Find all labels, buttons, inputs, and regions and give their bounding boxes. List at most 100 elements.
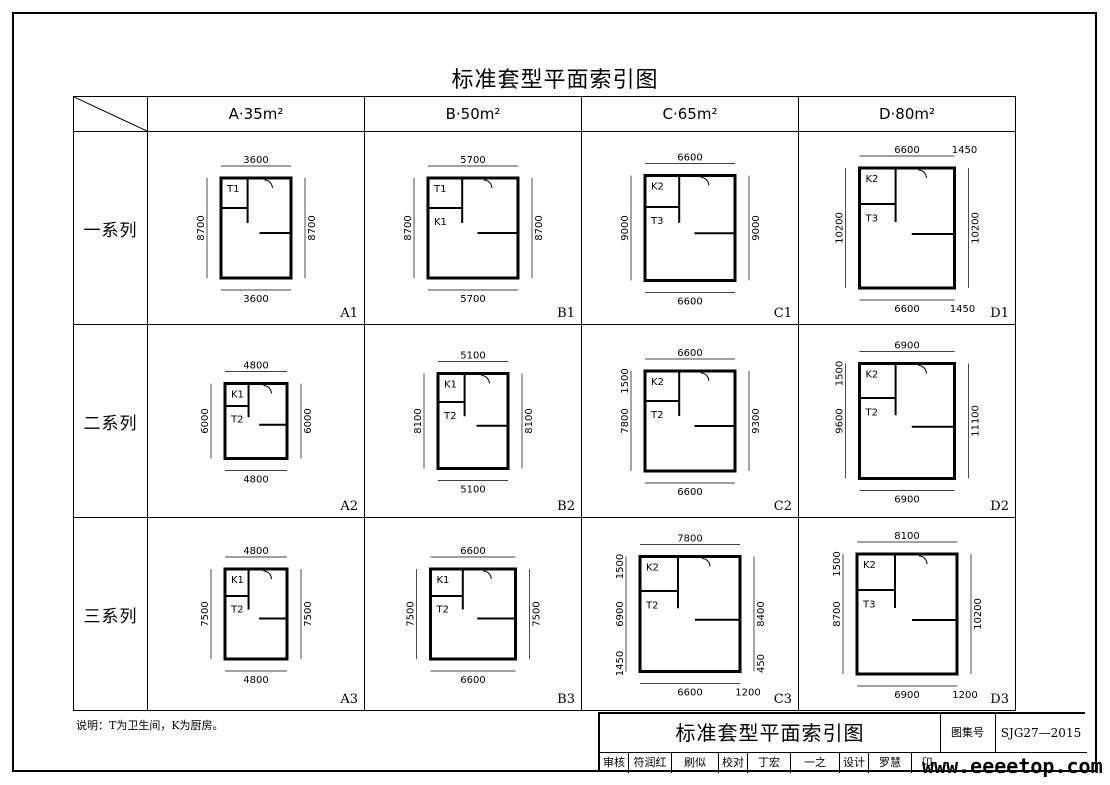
plan-code: B2 <box>557 499 575 514</box>
dim-right: 8700 <box>534 215 545 240</box>
plan-code: A1 <box>340 306 358 321</box>
dim-right: 9300 <box>751 408 762 433</box>
sig-cell: 一之 <box>791 753 840 773</box>
dim-left-extra: 1500 <box>615 554 626 579</box>
dim-right: 9000 <box>751 215 762 240</box>
dim-bottom: 6600 <box>677 297 702 308</box>
plan-code: A3 <box>340 692 358 707</box>
dim-top: 4800 <box>243 546 268 557</box>
door-swing <box>481 375 490 384</box>
room-label: K2 <box>866 174 879 185</box>
dim-left: 8700 <box>196 215 207 240</box>
outer-wall <box>638 555 742 673</box>
room-label: T2 <box>865 407 878 418</box>
dim-top: 6600 <box>677 348 702 359</box>
door-swing <box>483 570 492 580</box>
dim-right: 8700 <box>307 215 318 240</box>
col-header-d: D·80m² <box>798 96 1016 132</box>
dim-bottom: 4800 <box>243 675 268 686</box>
dim-left-extra: 1500 <box>832 551 843 576</box>
dim-right-extra: 450 <box>756 654 767 673</box>
dim-right: 11100 <box>971 405 982 437</box>
dim-bottom: 6600 <box>894 304 919 315</box>
plan-code: D1 <box>990 306 1009 321</box>
dim-left: 7500 <box>406 601 417 626</box>
dim-top: 6900 <box>894 341 919 352</box>
door-swing <box>263 570 272 580</box>
room-label: K1 <box>231 390 244 401</box>
sig-cell: 符润红 <box>629 753 672 773</box>
page-title: 标准套型平面索引图 <box>451 68 659 93</box>
door-swing <box>263 385 272 394</box>
outer-wall <box>429 567 517 661</box>
dim-right: 7500 <box>532 601 543 626</box>
row-label-1: 一系列 <box>73 131 148 325</box>
dim-bottom-extra: 1450 <box>950 304 975 315</box>
room-label: T2 <box>645 600 658 611</box>
set-number-value: SJG27—2015 <box>1000 726 1082 740</box>
dim-top-extra: 1450 <box>952 145 977 156</box>
sig-cell: 校对 <box>719 753 748 773</box>
dim-left: 8700 <box>832 601 843 626</box>
dim-left: 9000 <box>620 215 631 240</box>
room-label: T3 <box>650 216 663 227</box>
outer-wall <box>858 362 956 480</box>
sig-cell: 丁宏 <box>748 753 791 773</box>
room-label: T3 <box>865 214 878 225</box>
door-swing <box>700 372 710 382</box>
room-label: K1 <box>231 575 244 586</box>
dim-bottom: 5700 <box>460 294 485 305</box>
room-label: K1 <box>444 380 457 391</box>
plan-code: C3 <box>773 692 792 707</box>
outer-wall <box>223 382 289 460</box>
col-header-b: B·50m² <box>364 96 582 132</box>
row-label-3: 三系列 <box>73 517 148 711</box>
room-label: K2 <box>651 377 664 388</box>
plan-code: C1 <box>773 306 792 321</box>
dim-left: 7800 <box>620 408 631 433</box>
dim-left: 9600 <box>835 408 846 433</box>
door-swing <box>918 365 927 374</box>
dim-right: 6000 <box>303 408 314 433</box>
plan-code: D3 <box>990 692 1009 707</box>
door-swing <box>918 555 928 565</box>
dim-bottom: 6600 <box>460 675 485 686</box>
door-swing <box>264 179 273 189</box>
dim-bottom: 4800 <box>243 475 268 486</box>
room-label: K2 <box>651 182 664 193</box>
room-label: T2 <box>230 605 243 616</box>
dim-right: 8400 <box>756 601 767 626</box>
sig-cell: 卬 <box>921 756 933 769</box>
dim-bottom: 6600 <box>677 487 702 498</box>
dim-right: 10200 <box>971 212 982 244</box>
set-number-label: 图集号 <box>940 714 996 752</box>
door-swing <box>483 179 493 189</box>
drawing-frame <box>12 12 1097 772</box>
dim-top: 8100 <box>894 531 919 542</box>
plan-code: B1 <box>557 306 575 321</box>
dim-left: 6900 <box>615 601 626 626</box>
dim-top: 3600 <box>243 155 268 166</box>
dim-bottom-extra: 1200 <box>735 688 760 699</box>
signature-row: 审核 符润红 刷似 校对 丁宏 一之 设计 罗慧 卬 <box>600 752 1087 773</box>
sig-cell: 刷似 <box>672 753 719 773</box>
corner-cell <box>73 96 148 132</box>
room-label: K2 <box>646 563 659 574</box>
dim-right: 7500 <box>303 601 314 626</box>
dim-left: 7500 <box>200 601 211 626</box>
dim-left-extra: 1450 <box>615 651 626 676</box>
